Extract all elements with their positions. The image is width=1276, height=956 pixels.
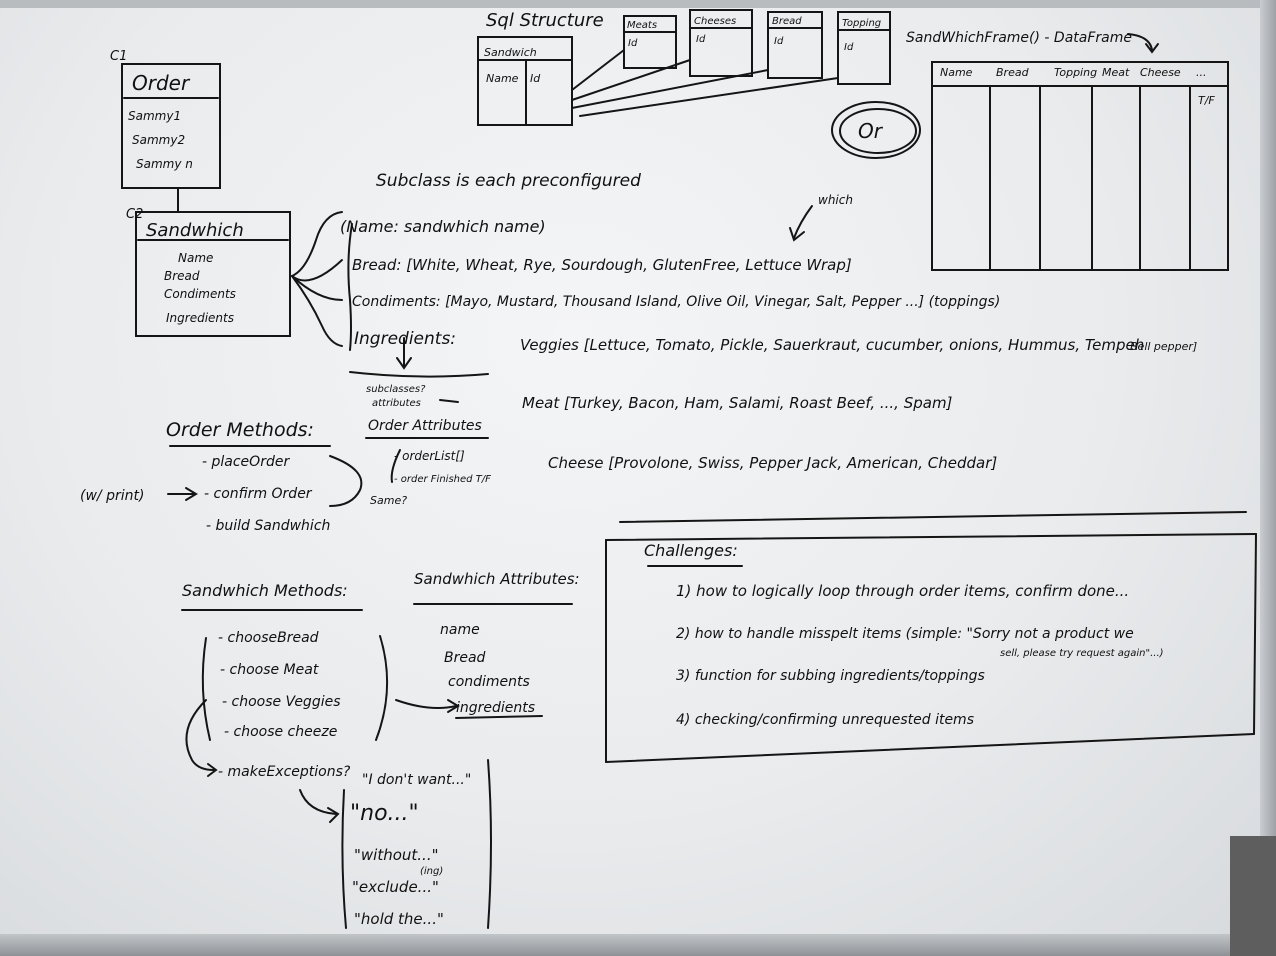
order-methods-title: Order Methods: [166, 419, 314, 441]
sql-cheeses-id: Id [696, 34, 706, 45]
sql-structure [477, 9, 891, 126]
same-note: Same? [370, 494, 407, 507]
sandwich-item-4: Ingredients [166, 311, 234, 325]
exception-1: "I don't want..." [362, 772, 471, 788]
challenge-1: 1) how to logically loop through order i… [676, 582, 1129, 600]
df-col-more: ... [1196, 66, 1207, 79]
sql-cheeses-name: Cheeses [694, 16, 736, 27]
sandwich-attributes-title: Sandwhich Attributes: [414, 570, 580, 588]
dataframe-title: SandWhichFrame() - DataFrame [906, 30, 1132, 46]
df-col-topping: Topping [1054, 66, 1097, 79]
challenge-2-cont: sell, please try request again"...) [1000, 648, 1164, 659]
attr-bread: Bread: [White, Wheat, Rye, Sourdough, Gl… [352, 256, 852, 274]
dataframe-sketch [831, 33, 1229, 271]
dataframe-table [931, 61, 1229, 271]
order-class-box [121, 63, 221, 213]
or-circle [831, 101, 921, 159]
sql-bread-table [767, 11, 823, 79]
exception-5: "hold the..." [354, 910, 444, 928]
df-col-bread: Bread [996, 66, 1030, 79]
sandwich-method-1: - chooseBread [218, 630, 319, 646]
exception-3: "without..." [354, 846, 439, 864]
sql-meats-id: Id [628, 38, 638, 49]
whiteboard-frame-bottom [0, 934, 1276, 956]
print-note: (w/ print) [80, 488, 144, 504]
sandwich-method-5: - makeExceptions? [218, 764, 351, 780]
attr-condiments: Condiments: [Mayo, Mustard, Thousand Isl… [352, 294, 1000, 310]
attr-ingredients: Ingredients: [354, 329, 456, 349]
order-attr-1: - orderList[] [394, 449, 465, 463]
sql-meats-name: Meats [627, 20, 657, 31]
order-method-1: - placeOrder [202, 454, 290, 470]
challenges-title: Challenges: [644, 541, 738, 560]
sandwich-item-1: Name [178, 251, 213, 265]
order-title: Order [132, 71, 191, 95]
whiteboard-frame-right [1260, 0, 1276, 956]
sandwich-methods-title: Sandwhich Methods: [182, 581, 348, 600]
sql-topping-id: Id [844, 42, 854, 53]
sandwich-method-4: - choose cheeze [224, 724, 337, 740]
sandwich-attr-2: Bread [444, 650, 486, 666]
exception-4: "exclude..." [352, 878, 439, 896]
which-note: which [818, 193, 853, 207]
challenge-4: 4) checking/confirming unrequested items [676, 712, 974, 728]
attr-veggies-cont: Bell pepper] [1130, 340, 1197, 353]
subclasses-note: subclasses? [366, 384, 426, 395]
sandwich-item-3: Condiments [164, 287, 236, 301]
sandwich-attr-3: condiments [448, 674, 530, 690]
sql-topping-table [837, 11, 891, 85]
sandwich-class-box [135, 211, 353, 351]
sql-sandwich-name: Name [486, 72, 519, 85]
sql-topping-name: Topping [842, 18, 881, 29]
sql-sandwich-header: Sandwich [484, 46, 537, 59]
attr-name: (Name: sandwhich name) [340, 217, 546, 236]
background-shelf [1230, 836, 1276, 956]
attr-cheese: Cheese [Provolone, Swiss, Pepper Jack, A… [548, 454, 997, 472]
order-attr-2: - order Finished T/F [394, 474, 491, 485]
attr-meat: Meat [Turkey, Bacon, Ham, Salami, Roast … [522, 394, 953, 412]
or-label: Or [858, 119, 884, 143]
df-col-meat: Meat [1102, 66, 1130, 79]
attr-veggies: Veggies [Lettuce, Tomato, Pickle, Sauerk… [520, 336, 1144, 354]
exception-2: "no..." [350, 801, 419, 826]
sandwich-attr-4: ingredients [456, 700, 535, 716]
sandwich-method-2: - choose Meat [220, 662, 319, 678]
order-attributes-title: Order Attributes [368, 418, 482, 434]
order-method-2: - confirm Order [204, 486, 313, 502]
order-item-2: Sammy2 [132, 133, 185, 147]
sandwich-method-3: - choose Veggies [222, 694, 341, 710]
order-item-1: Sammy1 [128, 109, 181, 123]
sandwich-tag: C2 [126, 207, 143, 222]
subclass-note: Subclass is each preconfigured [376, 171, 641, 191]
order-tag: C1 [110, 49, 127, 64]
order-method-3: - build Sandwhich [206, 518, 330, 534]
sql-bread-name: Bread [772, 16, 802, 27]
sql-title: Sql Structure [486, 10, 604, 31]
challenge-2: 2) how to handle misspelt items (simple:… [676, 626, 1134, 642]
df-col-name: Name [940, 66, 973, 79]
sandwich-title: Sandwhich [146, 220, 244, 241]
sandwich-attr-1: name [440, 622, 480, 638]
whiteboard-frame-top [0, 0, 1276, 8]
sql-meats-table [623, 15, 677, 69]
sql-sandwich-id: Id [530, 72, 541, 85]
order-item-3: Sammy n [136, 157, 193, 171]
df-col-cheese: Cheese [1140, 66, 1181, 79]
sql-cheeses-table [689, 9, 753, 77]
sql-bread-id: Id [774, 36, 784, 47]
df-col-tf: T/F [1198, 94, 1215, 107]
challenge-3: 3) function for subbing ingredients/topp… [676, 668, 985, 684]
attributes-note: attributes [372, 398, 421, 409]
exception-ing-note: (ing) [420, 866, 443, 877]
sandwich-item-2: Bread [164, 269, 200, 283]
